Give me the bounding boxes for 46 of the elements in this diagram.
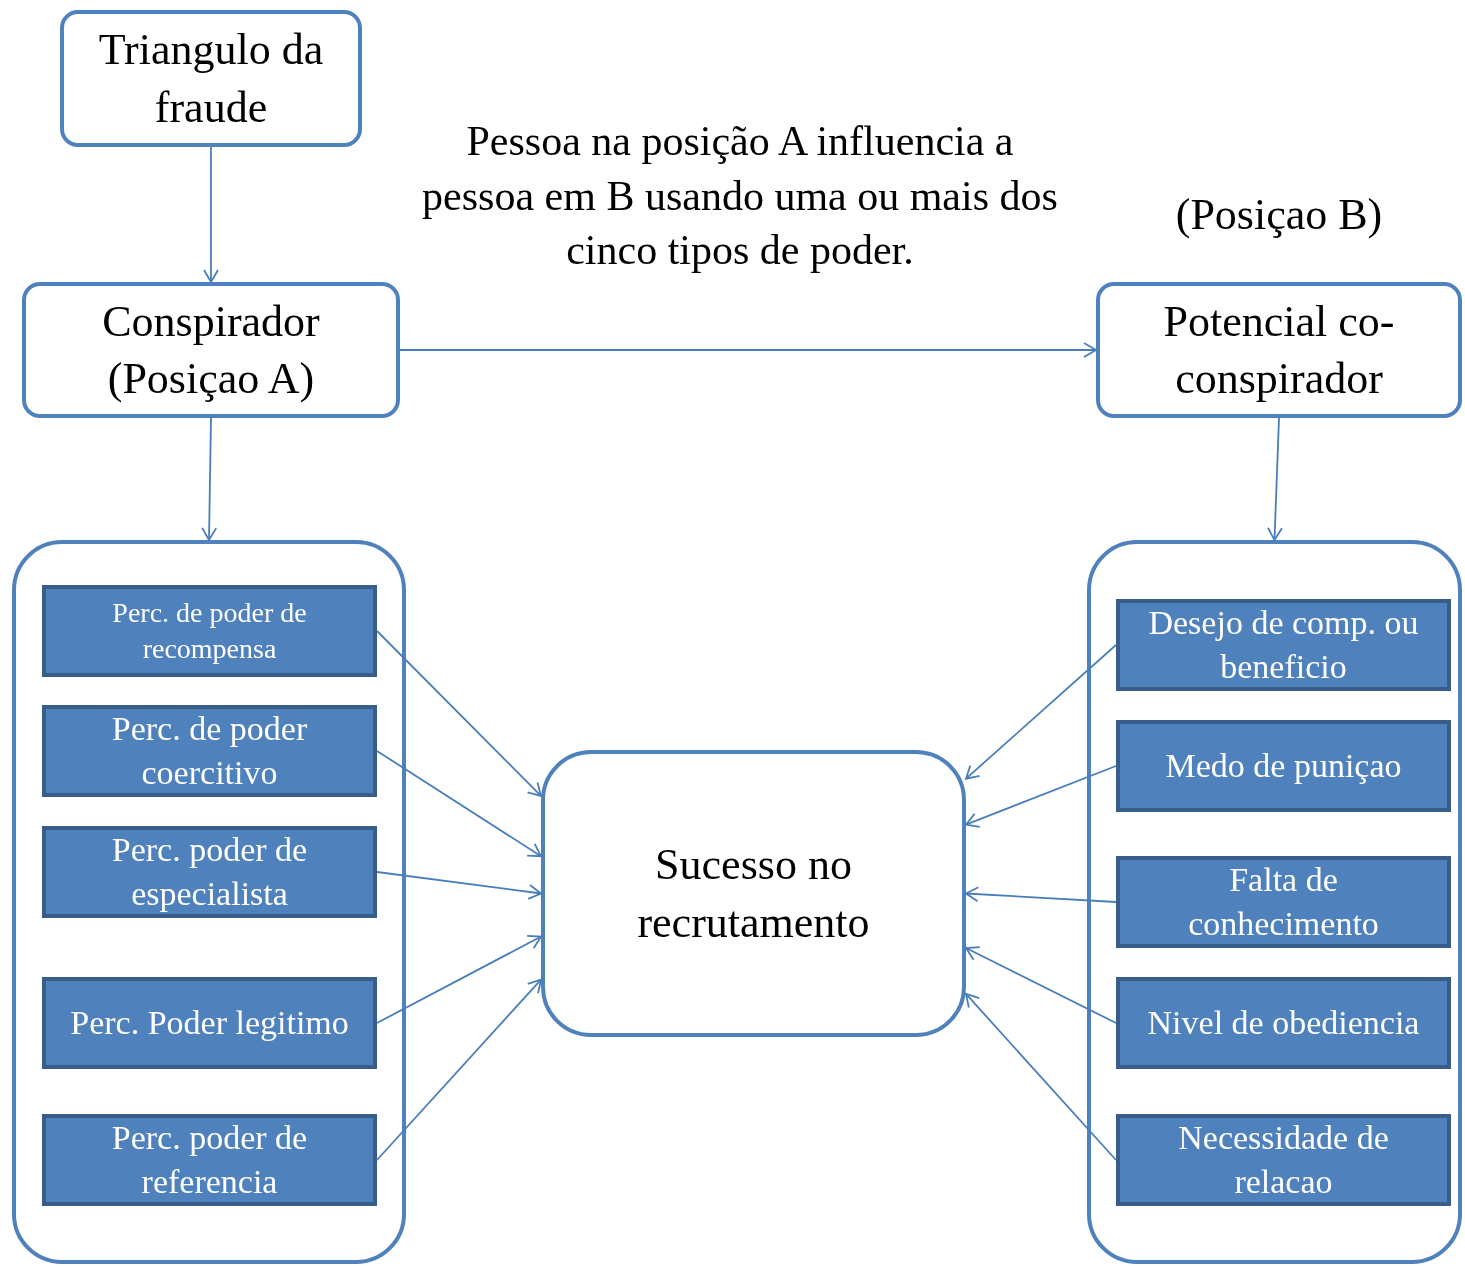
process-box <box>22 282 400 418</box>
node-text: Nivel de obediencia <box>1146 1002 1421 1043</box>
arrow <box>203 146 219 283</box>
node-text: Perc. de poder coercitivo <box>110 708 309 793</box>
arrow <box>376 871 542 900</box>
node-text: Necessidade de relacao <box>1177 1117 1390 1202</box>
node-text: Perc. poder de referencia <box>110 1117 309 1202</box>
factor-box <box>42 705 377 797</box>
node-text: Medo de puniçao <box>1164 745 1403 786</box>
process-box <box>60 10 362 147</box>
arrow <box>965 886 1117 903</box>
node-text: Perc. Poder legitimo <box>69 1002 350 1043</box>
factor-box <box>42 826 377 918</box>
factor-box <box>1116 720 1451 812</box>
arrow <box>399 342 1097 358</box>
outcome-box <box>541 750 966 1037</box>
group-container <box>1087 540 1462 1264</box>
factor-box <box>1116 599 1451 691</box>
node-text: Desejo de comp. ou beneficio <box>1147 602 1420 687</box>
node-text: Perc. de poder de recompensa <box>111 595 308 666</box>
arrow <box>376 935 542 1024</box>
description-text: Pessoa na posição A influencia a pessoa em B usando uma ou mais dos cinco tipos de poder. <box>421 117 1059 276</box>
node-text: Conspirador (Posiçao A) <box>101 295 321 405</box>
factor-box <box>1116 1114 1451 1206</box>
arrow <box>965 946 1117 1024</box>
factor-box <box>1116 977 1451 1069</box>
process-box <box>1096 282 1462 418</box>
node-text: Falta de conhecimento <box>1187 859 1380 944</box>
node-text: Perc. poder de especialista <box>110 829 309 914</box>
arrow <box>965 644 1117 780</box>
factor-box <box>42 977 377 1069</box>
arrow <box>376 978 542 1161</box>
arrow <box>965 765 1117 828</box>
node-caption: (Posiçao B) <box>1174 189 1384 241</box>
node-text: Potencial co-conspirador <box>1162 295 1396 405</box>
arrow <box>201 417 218 541</box>
node-text: Triangulo da fraude <box>97 24 325 134</box>
arrow <box>965 993 1117 1161</box>
arrow <box>376 750 542 858</box>
factor-box <box>42 1114 377 1206</box>
factor-box <box>1116 856 1451 948</box>
factor-box <box>42 585 377 677</box>
group-container <box>12 540 406 1264</box>
node-text: Sucesso no recrutamento <box>636 839 871 949</box>
arrow <box>1267 417 1283 541</box>
arrow <box>376 630 542 797</box>
